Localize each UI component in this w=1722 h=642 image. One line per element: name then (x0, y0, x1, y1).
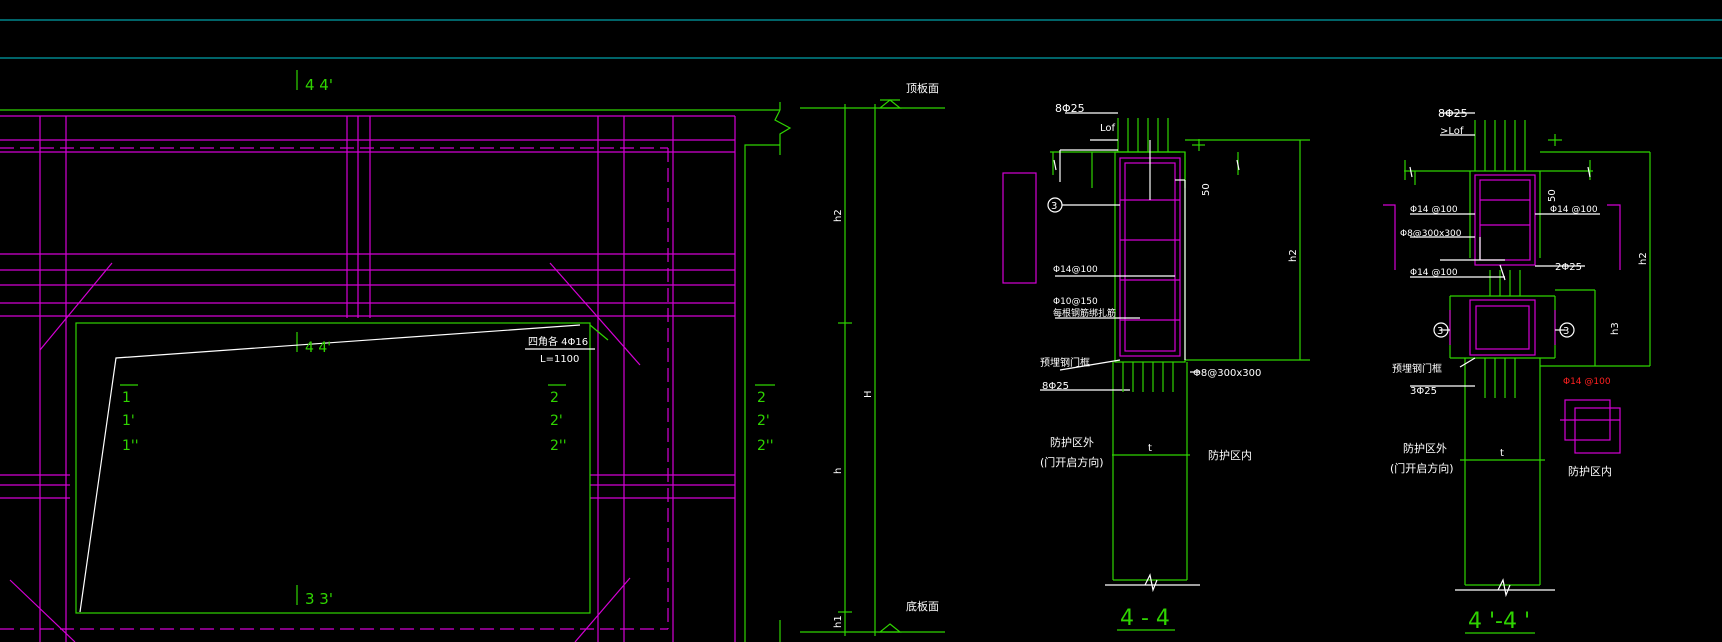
stirrups-4p (1383, 174, 1621, 454)
viewport-frame (0, 19, 1722, 59)
embed-label-4p: 预埋钢门框 (1392, 362, 1442, 375)
rebar-mid-4p: 2Φ25 (1555, 262, 1582, 273)
door-frame-elevation: 4 4' 4 4' 3 3' 四角各 4Φ16 L=1100 1 1' 1'' … (0, 70, 945, 642)
column-outline-4p (1404, 120, 1651, 586)
wall-dashed-outline (0, 147, 669, 630)
stirrup-1-4: Φ14@100 (1053, 265, 1098, 275)
section-cut-marks (120, 70, 775, 605)
mark-2-right-prime: 2' (757, 413, 770, 429)
dim-h2-4: h2 (1288, 249, 1299, 262)
tie-label-4: Φ8@300x300 (1193, 368, 1261, 379)
mark-2-prime: 2' (550, 413, 563, 429)
corner-diagonals (9, 262, 641, 642)
lower-rebar-4 (1122, 362, 1174, 392)
rebar-leader-line (79, 324, 581, 613)
dim-h2-4p: h2 (1638, 252, 1649, 265)
dim-h3-4p: h3 (1610, 322, 1621, 335)
leaders-4p (1409, 112, 1600, 598)
section-4p-4p-detail: 8Φ25 >Lof 50 Φ14 @100 Φ14 @100 Φ8@300x30… (1383, 107, 1651, 634)
outside-label-4p: 防护区外 (1403, 441, 1447, 455)
mark-2-right: 2 (757, 390, 766, 406)
lof-label-4p: >Lof (1440, 126, 1464, 137)
section-4-4-detail: 8Φ25 Lof 50 3 Φ14@100 Φ10@150 每根钢筋绑扎筋 预埋… (1002, 102, 1310, 631)
leaders-4 (1040, 112, 1240, 593)
dim-t-4p: t (1500, 448, 1504, 459)
section-label-44-top: 4 4' (305, 76, 333, 94)
rebar-bottom-4p: 3Φ25 (1410, 386, 1437, 397)
lof-label-4: Lof (1100, 123, 1116, 134)
section-title-4-4: 4 - 4 (1120, 606, 1170, 631)
lower-rebar-4p (1484, 358, 1516, 398)
marker-3-label: 3 (1051, 201, 1057, 212)
column-outline-4 (1050, 118, 1310, 581)
mark-2: 2 (550, 390, 559, 406)
dim-H-label: H (863, 390, 874, 398)
marker-circle-3-right (1559, 322, 1575, 338)
stirrup-left-4p: Φ14 @100 (1410, 205, 1458, 215)
mark-1-prime: 1' (122, 413, 135, 429)
marker-3-right-label: 3 (1563, 326, 1569, 337)
stirrup-2-4: Φ10@150 (1053, 297, 1098, 307)
wall-grid-horizontal (0, 115, 735, 499)
stirrup-right-4p: Φ14 @100 (1550, 205, 1598, 215)
section-title-4p-4p: 4 '-4 ' (1468, 609, 1530, 634)
rebar-length-note: L=1100 (540, 354, 579, 365)
dim-h2-label: h2 (833, 209, 844, 222)
dim-h1-label: h1 (833, 615, 844, 628)
rebar-bottom-4: 8Φ25 (1042, 381, 1069, 392)
marker-3-left-label: 3 (1437, 326, 1443, 337)
marker-circle-3-left (1433, 322, 1449, 338)
section-label-44-inner: 4 4' (305, 340, 331, 356)
dim-50-4p: 50 (1547, 189, 1558, 202)
stirrup-note-4: 每根钢筋绑扎筋 (1053, 307, 1116, 319)
tie-label-4p: Φ8@300x300 (1400, 229, 1462, 239)
mark-2-right-dprime: 2'' (757, 438, 774, 454)
rebar-count-note: 四角各 4Φ16 (528, 335, 588, 348)
section-label-33: 3 3' (305, 590, 333, 608)
outside-note-4: (门开启方向) (1040, 455, 1104, 469)
door-leaf (1002, 172, 1037, 284)
embed-label-4: 预埋钢门框 (1040, 356, 1090, 369)
stirrup-3-4p: Φ14 @100 (1410, 268, 1458, 278)
rebar-top-4p: 8Φ25 (1438, 107, 1468, 120)
dim-h-label: h (833, 468, 844, 474)
top-level-label: 顶板面 (906, 81, 939, 95)
dim-t-4: t (1148, 443, 1152, 454)
red-stirrup-note: Φ14 @100 (1563, 377, 1611, 387)
frame-green-lines (0, 102, 792, 642)
marker-circle-3 (1047, 197, 1063, 213)
rebar-top-4: 8Φ25 (1055, 102, 1085, 115)
wall-grid-vertical (39, 116, 736, 642)
dim-50-4: 50 (1201, 183, 1212, 196)
height-dimension-line (800, 99, 945, 636)
mark-1-dprime: 1'' (122, 438, 139, 454)
outside-label-4: 防护区外 (1050, 435, 1094, 449)
mark-2-dprime: 2'' (550, 438, 567, 454)
mark-1: 1 (122, 390, 131, 406)
outside-note-4p: (门开启方向) (1390, 461, 1454, 475)
inside-label-4: 防护区内 (1208, 448, 1252, 462)
inside-label-4p: 防护区内 (1568, 464, 1612, 478)
bottom-level-label: 底板面 (906, 599, 939, 613)
